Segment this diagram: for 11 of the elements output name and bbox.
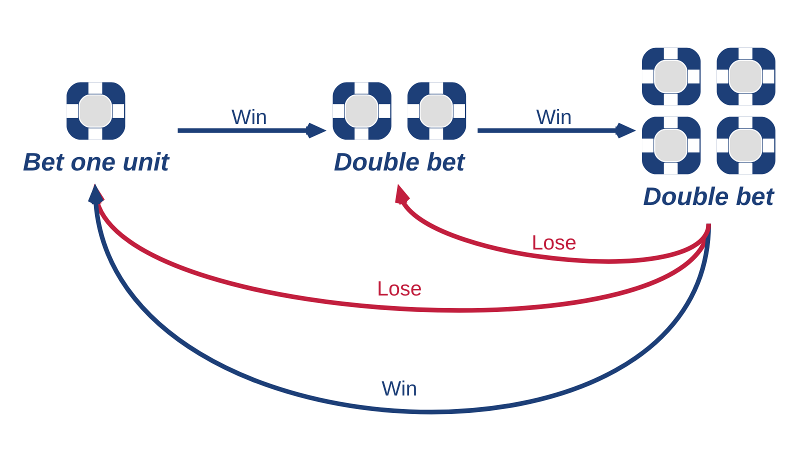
node-label: Bet one unit xyxy=(22,148,169,176)
edge-label: Lose xyxy=(532,230,576,254)
edge-label: Win xyxy=(382,376,418,400)
edge-label: Win xyxy=(232,106,268,129)
arrow xyxy=(478,122,633,138)
arrow xyxy=(395,186,711,264)
edge-label: Lose xyxy=(376,276,422,300)
arrow xyxy=(178,122,324,138)
edge-label: Win xyxy=(536,106,572,129)
node-label: Double bet xyxy=(334,148,465,176)
node-label: Double bet xyxy=(643,182,774,210)
